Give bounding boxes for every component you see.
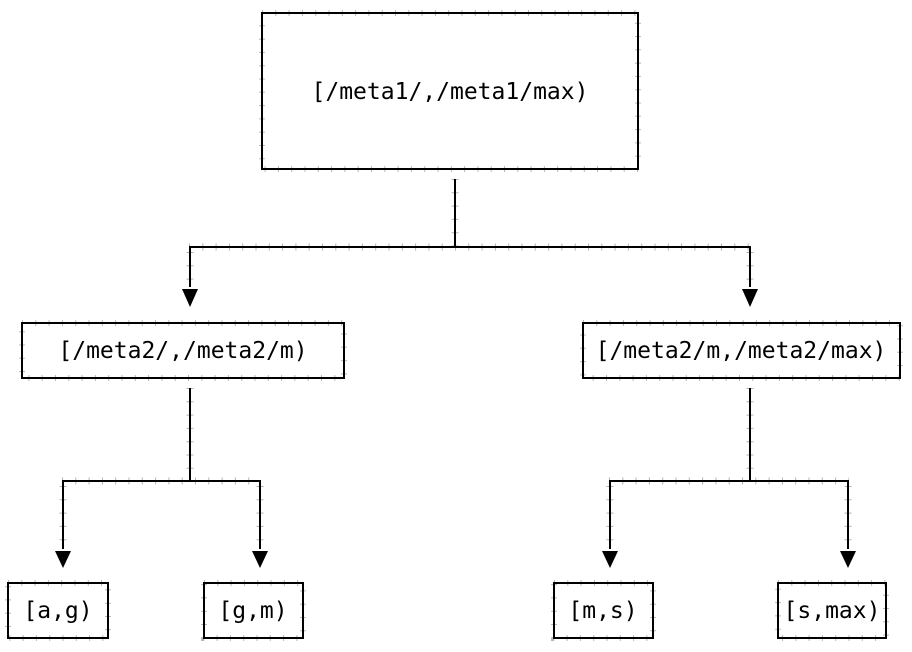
arrowhead-down-icon xyxy=(602,551,618,568)
node-left-right: [g,m) xyxy=(201,580,306,641)
node-left-right-label: [g,m) xyxy=(218,598,287,624)
node-left-left-label: [a,g) xyxy=(23,598,92,624)
connector-root-to-children xyxy=(182,179,758,307)
node-right-label: [/meta2/m,/meta2/max) xyxy=(596,338,887,364)
arrowhead-down-icon xyxy=(55,551,71,568)
arrowhead-down-icon xyxy=(742,289,758,307)
node-right-right: [s,max) xyxy=(775,580,889,641)
node-left: [/meta2/,/meta2/m) xyxy=(19,320,347,381)
node-root: [/meta1/,/meta1/max) xyxy=(259,10,641,172)
node-box xyxy=(261,12,639,170)
node-right-left-label: [m,s) xyxy=(568,598,637,624)
node-box xyxy=(7,582,109,639)
node-right-right-label: [s,max) xyxy=(784,598,881,624)
arrowhead-down-icon xyxy=(840,551,856,568)
arrowhead-down-icon xyxy=(252,551,268,568)
node-box xyxy=(777,582,887,639)
node-box-seam xyxy=(775,580,889,641)
node-box xyxy=(203,582,304,639)
connector-right-to-children xyxy=(602,388,856,568)
node-root-label: [/meta1/,/meta1/max) xyxy=(312,79,589,105)
connector-left-to-children xyxy=(55,388,268,568)
node-right: [/meta2/m,/meta2/max) xyxy=(580,320,903,381)
node-left-left: [a,g) xyxy=(5,580,111,641)
node-right-left: [m,s) xyxy=(551,580,656,641)
node-left-label: [/meta2/,/meta2/m) xyxy=(58,338,307,364)
node-box xyxy=(582,322,901,379)
arrowhead-down-icon xyxy=(182,289,198,307)
node-box xyxy=(21,322,345,379)
node-box xyxy=(553,582,654,639)
